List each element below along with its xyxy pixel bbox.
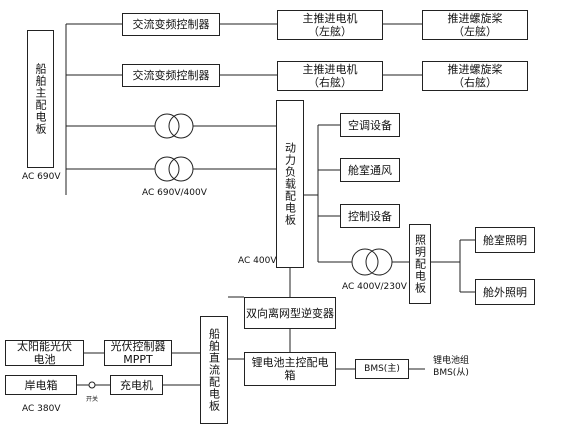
- battery-main-control-line2: 箱: [284, 369, 296, 382]
- propulsion-motor-starboard: 主推进电机 （右舷）: [277, 61, 383, 91]
- dc-switchboard: 船舶直流配电板: [200, 316, 228, 424]
- cabin-lighting: 舱室照明: [475, 227, 535, 253]
- shore-switch-label: 开关: [86, 396, 99, 403]
- transformer-symbol-690-400: [154, 156, 194, 182]
- solar-pv-line1: 太阳能光伏: [17, 340, 72, 353]
- lighting-switchboard: 照明配电板: [409, 224, 431, 304]
- propeller-port: 推进螺旋桨 （左舷）: [422, 10, 528, 40]
- bidirectional-inverter: 双向离网型逆变器: [244, 297, 336, 329]
- power-load-switchboard-voltage: AC 400V: [238, 256, 277, 266]
- propulsion-motor-port-label: 主推进电机: [302, 12, 358, 25]
- main-switchboard-voltage: AC 690V: [22, 172, 61, 182]
- shore-power-box: 岸电箱: [5, 375, 77, 395]
- shore-switch-symbol: [88, 381, 96, 389]
- battery-pack-label: 锂电池组 BMS(从): [426, 355, 476, 379]
- solar-pv-line2: 电池: [33, 353, 56, 366]
- load-control-equipment: 控制设备: [340, 204, 400, 228]
- transformer-400-230-label: AC 400V/230V: [342, 282, 407, 292]
- bms-master: BMS(主): [355, 359, 409, 379]
- charger: 充电机: [110, 375, 163, 395]
- power-load-switchboard: 动力负载配电板: [276, 100, 304, 268]
- solar-pv-battery: 太阳能光伏 电池: [5, 340, 84, 366]
- propeller-starboard-side: （右舷）: [453, 76, 497, 89]
- propulsion-motor-starboard-label: 主推进电机: [302, 63, 358, 76]
- outdoor-lighting: 舱外照明: [475, 279, 535, 305]
- main-switchboard: 船舶主配电板: [27, 30, 54, 168]
- battery-pack-line1: 锂电池组: [432, 356, 469, 366]
- propulsion-motor-port-side: （左舷）: [308, 25, 352, 38]
- battery-main-control-line1: 锂电池主控配电: [251, 356, 329, 369]
- propeller-port-label: 推进螺旋桨: [447, 12, 503, 25]
- transformer-symbol-400-230: [351, 248, 393, 276]
- propulsion-motor-starboard-side: （右舷）: [308, 76, 352, 89]
- battery-pack-line2: BMS(从): [433, 368, 469, 378]
- load-cabin-ventilation: 舱室通风: [340, 158, 400, 182]
- shore-power-voltage: AC 380V: [22, 404, 61, 414]
- load-air-conditioning: 空调设备: [340, 113, 400, 137]
- propeller-starboard-label: 推进螺旋桨: [447, 63, 503, 76]
- converter-starboard: 交流变频控制器: [122, 64, 220, 87]
- pv-controller: 光伏控制器 MPPT: [104, 340, 172, 366]
- converter-port: 交流变频控制器: [122, 13, 220, 36]
- battery-main-control-box: 锂电池主控配电 箱: [244, 352, 336, 386]
- propeller-starboard: 推进螺旋桨 （右舷）: [422, 61, 528, 91]
- transformer-690-400-label: AC 690V/400V: [142, 188, 207, 198]
- pv-controller-line2: MPPT: [123, 353, 153, 366]
- pv-controller-line1: 光伏控制器: [110, 340, 166, 353]
- propulsion-motor-port: 主推进电机 （左舷）: [277, 10, 383, 40]
- propeller-port-side: （左舷）: [453, 25, 497, 38]
- transformer-symbol-upper: [154, 113, 194, 139]
